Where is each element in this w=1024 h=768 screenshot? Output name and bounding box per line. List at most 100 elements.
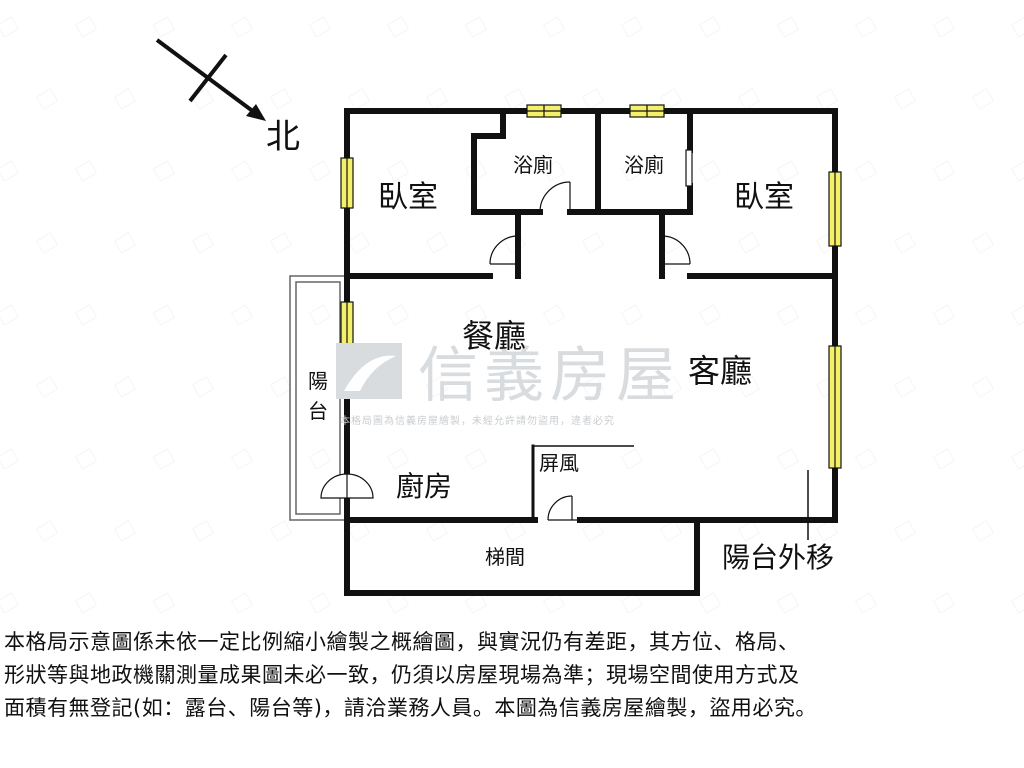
watermark-tile-icon (737, 88, 761, 110)
watermark-tile-icon (893, 88, 917, 110)
brand-logo-icon (336, 343, 402, 399)
watermark-tile-icon (893, 232, 917, 254)
watermark-tile-icon (113, 520, 137, 542)
watermark-tile-icon (893, 520, 917, 542)
watermark-tile-icon (659, 520, 683, 542)
watermark-tile-icon (854, 160, 878, 182)
watermark-tile-icon (620, 448, 644, 470)
window-living-right (828, 345, 842, 469)
watermark-tile-icon (971, 376, 995, 398)
label-screen: 屏風 (539, 451, 579, 475)
watermark-tile-icon (35, 232, 59, 254)
watermark-tile-icon (152, 448, 176, 470)
watermark-tile-icon (386, 592, 410, 614)
windows (340, 104, 842, 469)
watermark-tile-icon (620, 304, 644, 326)
brand-watermark: 信義房屋 本格局圖為信義房屋繪製，未經允許請勿盜用，違者必究 (336, 341, 676, 427)
disclaimer-text: 本格局示意圖係未依一定比例縮小繪製之概繪圖，與實況仍有差距，其方位、格局、 形狀… (4, 626, 1020, 725)
door-bath-left (539, 181, 571, 213)
watermark-tile-icon (191, 232, 215, 254)
window-top-right (629, 104, 665, 118)
north-arrow-crossbar (188, 53, 228, 103)
label-bathroom-right: 浴廁 (624, 153, 664, 177)
watermark-tile-icon (113, 376, 137, 398)
watermark-tile-icon (776, 448, 800, 470)
disclaimer-line: 形狀等與地政機關測量成果圖未必一致，仍須以房屋現場為準；現場空間使用方式及 (4, 663, 800, 687)
watermark-tile-icon (854, 592, 878, 614)
watermark-tile-icon (581, 232, 605, 254)
watermark-tile-icon (1010, 16, 1024, 38)
watermark-tile-icon (776, 160, 800, 182)
watermark-tile-icon (698, 16, 722, 38)
watermark-tile-icon (347, 520, 371, 542)
watermark-tile-icon (737, 232, 761, 254)
watermark-tile-icon (308, 448, 332, 470)
watermark-tile-icon (35, 376, 59, 398)
watermark-tile-icon (1010, 448, 1024, 470)
watermark-tile-icon (74, 304, 98, 326)
watermark-tile-icon (0, 592, 20, 614)
watermark-tile-icon (425, 520, 449, 542)
watermark-tile-icon (659, 376, 683, 398)
watermark-tile-icon (152, 16, 176, 38)
label-kitchen: 廚房 (396, 470, 452, 503)
door-balcony (320, 473, 374, 499)
door-bath-right (685, 149, 693, 187)
watermark-tile-icon (269, 376, 293, 398)
watermark-tile-icon (230, 304, 254, 326)
watermark-tile-icon (542, 592, 566, 614)
door-bedroom-left (489, 235, 519, 265)
watermark-tile-icon (542, 304, 566, 326)
label-bedroom-left: 臥室 (378, 180, 438, 215)
watermark-tile-icon (464, 304, 488, 326)
watermark-tile-icon (74, 592, 98, 614)
label-balcony-1: 陽 (308, 369, 328, 393)
watermark-tile-icon (0, 448, 20, 470)
watermark-tile-icon (74, 448, 98, 470)
watermark-tile-icon (581, 376, 605, 398)
watermark-tile-icon (191, 520, 215, 542)
watermark-tile-icon (0, 160, 20, 182)
watermark-tile-icon (542, 160, 566, 182)
watermark-tile-icon (815, 88, 839, 110)
watermark-tile-icon (932, 448, 956, 470)
watermark-tile-icon (386, 160, 410, 182)
watermark-tile-icon (230, 16, 254, 38)
watermark-tile-icon (386, 448, 410, 470)
watermark-tile-icon (347, 232, 371, 254)
window-right-bedroom (828, 171, 842, 247)
watermark-tile-icon (659, 88, 683, 110)
watermark-tile-icon (464, 592, 488, 614)
watermark-tile-icon (698, 160, 722, 182)
compass: 北 (155, 38, 300, 157)
watermark-tile-icon (464, 16, 488, 38)
watermark-tile-icon (230, 160, 254, 182)
north-label: 北 (266, 117, 300, 157)
watermark-tile-icon (35, 88, 59, 110)
watermark-tile-icon (230, 448, 254, 470)
watermark-tile-icon (542, 448, 566, 470)
watermark-tile-icon (191, 376, 215, 398)
watermark-tile-icon (932, 304, 956, 326)
floor-plan: 北 (0, 16, 1024, 614)
watermark-tile-icon (698, 592, 722, 614)
watermark-tile-icon (971, 232, 995, 254)
watermark-tile-icon (854, 448, 878, 470)
watermark-tile-icon (581, 520, 605, 542)
watermark-tile-icon (0, 16, 20, 38)
watermark-tile-icon (776, 592, 800, 614)
label-living: 客廳 (688, 352, 752, 390)
watermark-tile-icon (230, 592, 254, 614)
room-labels: 臥室 浴廁 浴廁 臥室 餐廳 客廳 陽 台 廚房 屏風 梯間 陽台外移 (308, 153, 834, 574)
watermark-tile-icon (737, 376, 761, 398)
watermark-tile-icon (113, 232, 137, 254)
label-stairwell: 梯間 (485, 545, 525, 569)
watermark-tile-icon (308, 16, 332, 38)
watermark-tile-icon (269, 520, 293, 542)
watermark-tile-icon (932, 16, 956, 38)
watermark-tile-icon (1010, 304, 1024, 326)
disclaimer-line: 本格局示意圖係未依一定比例縮小繪製之概繪圖，與實況仍有差距，其方位、格局、 (4, 630, 800, 654)
watermark-tile-icon (1010, 160, 1024, 182)
watermark-tile-icon (503, 520, 527, 542)
